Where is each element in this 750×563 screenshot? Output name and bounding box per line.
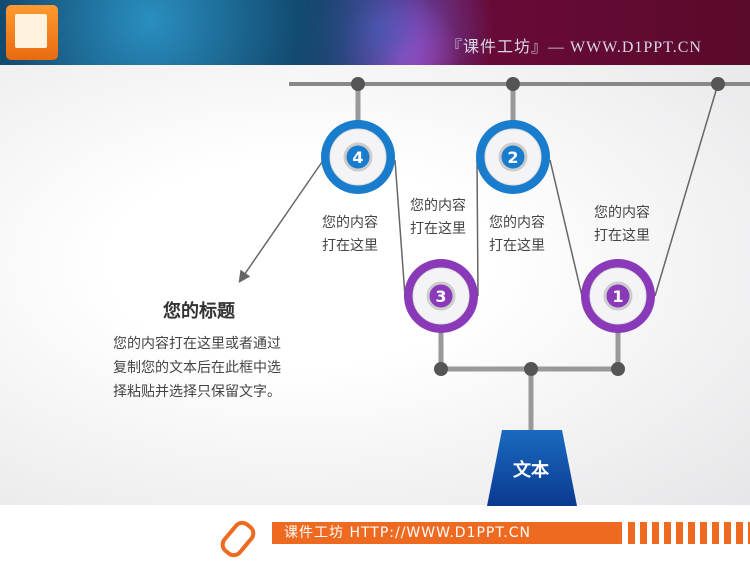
pencil-icon [220,520,256,558]
section-text: 您的内容打在这里或者通过复制您的文本后在此框中选择粘贴并选择只保留文字。 [113,336,281,400]
knot [434,362,448,376]
header-banner: 『课件工坊』— WWW.D1PPT.CN [0,0,750,65]
pulley-1: 1 [581,259,655,333]
pulley-number-badge [603,281,633,311]
label-2: 您的内容打在这里 [410,198,466,237]
section-title: 您的标题 [163,301,235,322]
pulley-number-badge [498,142,528,172]
weight-label: 文本 [513,460,549,481]
knot [351,77,365,91]
footer-stripes [628,522,750,544]
label-3: 您的内容打在这里 [489,215,545,254]
weight-box [487,430,577,506]
presentation-icon [6,5,58,60]
pulley-number: 4 [352,148,363,167]
pulley-number: 2 [507,148,518,167]
ropes [238,83,719,297]
pulley-4: 4 [321,120,395,194]
label-4: 您的内容打在这里 [594,205,650,244]
pulley-number-badge [343,142,373,172]
knot [611,362,625,376]
pulley-number: 3 [435,287,446,306]
pulley-2: 2 [476,120,550,194]
pulley-3: 3 [404,259,478,333]
knot [524,362,538,376]
header-title: 『课件工坊』— WWW.D1PPT.CN [445,39,702,56]
label-1: 您的内容打在这里 [322,215,378,254]
pulley-number: 1 [612,287,623,306]
footer-link[interactable]: 课件工坊 HTTP://WWW.D1PPT.CN [272,522,622,544]
pulley-number-badge [426,281,456,311]
knot [506,77,520,91]
knot [711,77,725,91]
